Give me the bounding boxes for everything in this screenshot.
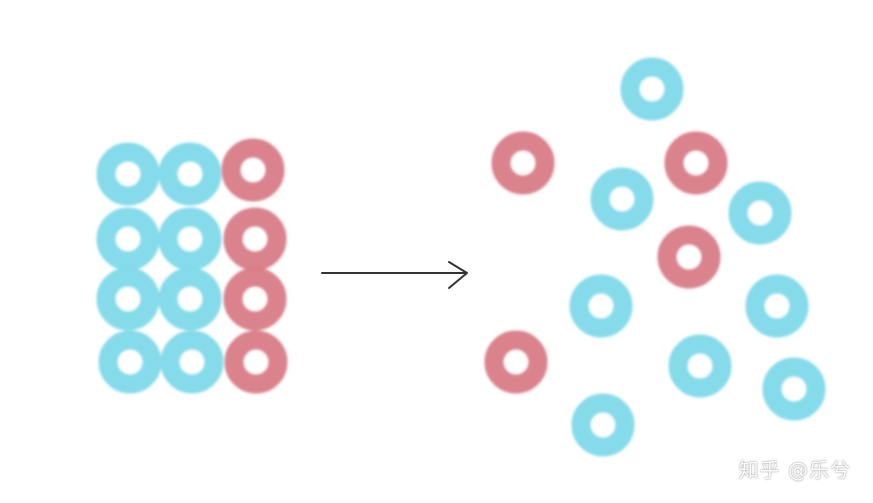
ring-red	[221, 138, 285, 202]
ring-blue	[762, 357, 826, 421]
ring-blue	[668, 334, 732, 398]
ring-blue	[590, 167, 654, 231]
ring-blue	[96, 207, 160, 271]
ring-red	[224, 330, 288, 394]
ring-blue	[98, 330, 162, 394]
arrow	[321, 261, 468, 289]
ring-red	[223, 267, 287, 331]
ring-blue	[158, 207, 222, 271]
ring-red	[491, 131, 555, 195]
ring-blue	[96, 267, 160, 331]
ring-blue	[158, 267, 222, 331]
ring-red	[657, 225, 721, 289]
ring-blue	[569, 274, 633, 338]
ring-blue	[728, 181, 792, 245]
watermark-text: 知乎 @乐兮	[738, 458, 851, 482]
ring-red	[484, 330, 548, 394]
ring-blue	[571, 393, 635, 457]
ring-blue	[620, 57, 684, 121]
arrow-head	[448, 261, 468, 289]
ring-blue	[745, 274, 809, 338]
ring-red	[664, 131, 728, 195]
ordered-grid	[96, 138, 288, 394]
ring-blue	[160, 330, 224, 394]
ring-blue	[158, 142, 222, 206]
ring-red	[223, 207, 287, 271]
ring-blue	[96, 142, 160, 206]
scattered-rings	[484, 57, 826, 457]
